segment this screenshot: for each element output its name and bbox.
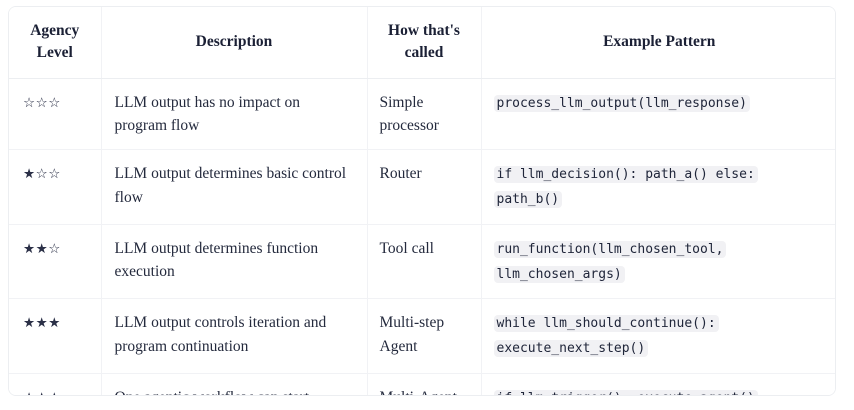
table-row: ★★★ LLM output controls iteration and pr… [9, 298, 835, 374]
star-rating: ★★☆ [23, 240, 61, 257]
code-snippet: while llm_should_continue(): execute_nex… [493, 315, 719, 358]
table-header-row: Agency Level Description How that's call… [9, 7, 835, 79]
column-header-example-pattern: Example Pattern [481, 7, 835, 79]
table-row: ★★☆ LLM output determines function execu… [9, 224, 835, 300]
description-cell: LLM output has no impact on program flow [101, 78, 368, 151]
table-body: ☆☆☆ LLM output has no impact on program … [9, 78, 835, 395]
how-thats-called-cell: Router [367, 149, 482, 225]
agency-levels-table-container: Agency Level Description How that's call… [8, 6, 836, 396]
agency-level-cell: ★★★ [9, 298, 102, 374]
example-pattern-cell: while llm_should_continue(): execute_nex… [481, 298, 835, 374]
example-pattern-cell: run_function(llm_chosen_tool, llm_chosen… [481, 224, 835, 300]
table-row: ★★★ One agentic workflow can start anoth… [9, 373, 835, 395]
code-snippet: run_function(llm_chosen_tool, llm_chosen… [493, 240, 727, 283]
star-rating: ★☆☆ [23, 166, 61, 183]
how-thats-called-cell: Multi-Agent [367, 373, 482, 395]
example-pattern-cell: process_llm_output(llm_response) [481, 78, 835, 151]
description-cell: One agentic workflow can start another a… [101, 373, 368, 395]
how-thats-called-cell: Tool call [367, 224, 482, 300]
star-rating: ☆☆☆ [23, 94, 61, 111]
star-rating: ★★★ [23, 386, 61, 395]
table-row: ★☆☆ LLM output determines basic control … [9, 149, 835, 225]
table-row: ☆☆☆ LLM output has no impact on program … [9, 78, 835, 151]
code-snippet: if llm_trigger(): execute_agent() [493, 389, 758, 395]
agency-level-cell: ★★★ [9, 373, 102, 395]
agency-level-cell: ☆☆☆ [9, 78, 102, 151]
how-thats-called-cell: Simple processor [367, 78, 482, 151]
how-thats-called-cell: Multi-step Agent [367, 298, 482, 374]
agency-levels-table: Agency Level Description How that's call… [9, 7, 835, 395]
agency-level-cell: ★☆☆ [9, 149, 102, 225]
code-snippet: if llm_decision(): path_a() else: path_b… [493, 166, 758, 209]
example-pattern-cell: if llm_decision(): path_a() else: path_b… [481, 149, 835, 225]
star-rating: ★★★ [23, 315, 61, 332]
table-header: Agency Level Description How that's call… [9, 7, 835, 79]
description-cell: LLM output determines function execution [101, 224, 368, 300]
code-snippet: process_llm_output(llm_response) [493, 94, 750, 112]
description-cell: LLM output determines basic control flow [101, 149, 368, 225]
column-header-how-thats-called: How that's called [367, 7, 482, 79]
column-header-description: Description [101, 7, 368, 79]
agency-level-cell: ★★☆ [9, 224, 102, 300]
description-cell: LLM output controls iteration and progra… [101, 298, 368, 374]
example-pattern-cell: if llm_trigger(): execute_agent() [481, 373, 835, 395]
column-header-agency-level: Agency Level [9, 7, 102, 79]
